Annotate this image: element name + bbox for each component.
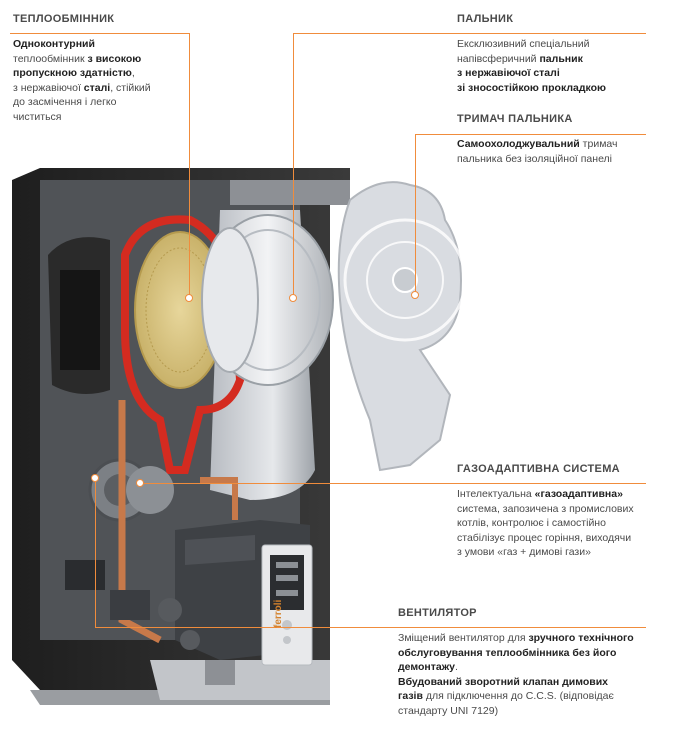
- heat-exchanger-text-2: теплообмінник: [13, 52, 85, 65]
- gas-adaptive-section: ГАЗОАДАПТИВНА СИСТЕМА Інтелектуальна «га…: [457, 463, 667, 560]
- heat-exchanger-text: Одноконтурний теплообмінник з високою пр…: [13, 37, 183, 124]
- burner-text-2b: пальник: [539, 52, 583, 65]
- gas-adaptive-text-5: з умови «газ + димові гази»: [457, 546, 591, 558]
- burner-section: ПАЛЬНИК Ексклюзивний спеціальний напівсф…: [457, 13, 667, 95]
- heat-exchanger-text-3b: пропускною здатністю: [13, 67, 132, 79]
- fan-text-3b: демонтажу: [398, 661, 456, 673]
- burner-leader-v: [293, 33, 294, 298]
- heat-exchanger-text-1: Одноконтурний: [13, 38, 95, 50]
- fan-section: ВЕНТИЛЯТОР Зміщений вентилятор для зручн…: [398, 607, 668, 718]
- burner-holder-heading: ТРИМАЧ ПАЛЬНИКА: [457, 113, 573, 125]
- fan-text-4b: Вбудований зворотний клапан димових: [398, 675, 608, 688]
- burner-holder-text: Самоохолоджувальний тримач пальника без …: [457, 137, 667, 166]
- heat-exchanger-text-6: чиститься: [13, 110, 62, 123]
- fan-text-1b: зручного технічного: [528, 632, 634, 644]
- heat-exchanger-text-2b: з високою: [84, 52, 142, 65]
- fan-leader-h: [95, 627, 646, 628]
- gas-adaptive-text-1: Інтелектуальна: [457, 488, 535, 500]
- heat-exchanger-text-4r: , стійкий: [110, 81, 151, 94]
- ferroli-logo: ferroli: [268, 600, 286, 628]
- fan-heading: ВЕНТИЛЯТОР: [398, 607, 477, 619]
- burner-holder-text-1: тримач: [579, 138, 618, 150]
- burner-holder-text-1b: Самоохолоджувальний: [457, 138, 580, 150]
- heat-exchanger-dot: [185, 294, 193, 302]
- heat-exchanger-leader-h: [10, 33, 190, 34]
- gas-adaptive-text-1b: «газоадаптивна»: [534, 488, 623, 500]
- heat-exchanger-text-5: до засмічення і легко: [13, 96, 117, 108]
- burner-heading: ПАЛЬНИК: [457, 13, 514, 25]
- gas-adaptive-heading: ГАЗОАДАПТИВНА СИСТЕМА: [457, 463, 620, 475]
- heat-exchanger-text-3: ,: [131, 67, 135, 79]
- burner-dot: [289, 294, 297, 302]
- gas-adaptive-text: Інтелектуальна «газоадаптивна» система, …: [457, 487, 667, 560]
- heat-exchanger-heading: ТЕПЛООБМІННИК: [13, 13, 115, 25]
- burner-text-4b: зі зносостійкою прокладкою: [457, 81, 606, 94]
- burner-holder-section: ТРИМАЧ ПАЛЬНИКА Самоохолоджувальний трим…: [457, 113, 667, 166]
- burner-text-2: напівсферичний: [457, 52, 540, 65]
- heat-exchanger-text-4b: сталі: [83, 81, 111, 94]
- fan-text-6: стандарту UNI 7129): [398, 704, 499, 717]
- fan-text-5b: газів: [398, 690, 423, 702]
- burner-text: Ексклюзивний спеціальний напівсферичний …: [457, 37, 667, 95]
- fan-text-3: .: [455, 661, 458, 673]
- fan-text-2b: обслуговування теплообмінника без його: [398, 646, 617, 659]
- fan-text-5: для підключення до C.C.S. (відповідає: [422, 690, 614, 702]
- ferroli-logo-text: ferroli: [273, 599, 284, 628]
- gas-adaptive-text-3: котлів, контролює і самостійно: [457, 517, 606, 529]
- gas-leader-h: [140, 483, 646, 484]
- holder-dot: [411, 291, 419, 299]
- heat-exchanger-section: ТЕПЛООБМІННИК Одноконтурний теплообмінни…: [13, 13, 183, 124]
- heat-exchanger-leader-v: [189, 33, 190, 298]
- fan-text-1: Зміщений вентилятор для: [398, 632, 529, 644]
- gas-adaptive-text-2: система, запозичена з промислових: [457, 502, 634, 515]
- gas-adaptive-text-4: стабілізує процес горіння, виходячи: [457, 531, 632, 544]
- fan-text: Зміщений вентилятор для зручного технічн…: [398, 631, 668, 718]
- fan-dot: [91, 474, 99, 482]
- gas-dot: [136, 479, 144, 487]
- burner-leader-h: [293, 33, 646, 34]
- burner-text-3b: з нержавіючої сталі: [457, 67, 560, 79]
- heat-exchanger-text-4: з нержавіючої: [13, 81, 84, 94]
- burner-text-1: Ексклюзивний спеціальний: [457, 38, 590, 50]
- burner-holder-text-2: пальника без ізоляційної панелі: [457, 152, 613, 165]
- holder-leader-v: [415, 134, 416, 294]
- holder-leader-h: [415, 134, 646, 135]
- fan-leader-v: [95, 478, 96, 628]
